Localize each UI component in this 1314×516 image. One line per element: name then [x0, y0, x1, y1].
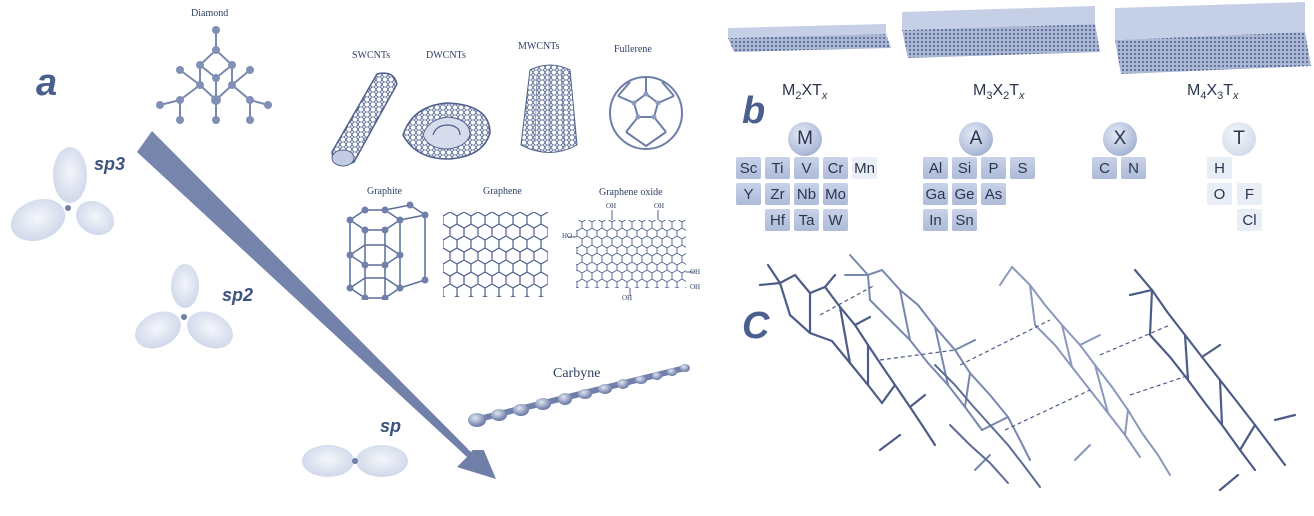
- element-cell: W: [823, 209, 848, 231]
- element-cell: Sc: [736, 157, 761, 179]
- element-cell: Nb: [794, 183, 819, 205]
- go-group-6: OH: [690, 283, 701, 291]
- element-cell: Ti: [765, 157, 790, 179]
- sp3-orbital-icon: [10, 147, 115, 242]
- go-group-4: OH: [690, 268, 701, 276]
- element-cell: N: [1121, 157, 1146, 179]
- hybridization-arrow: [137, 131, 496, 479]
- dwcnt-structure: [402, 102, 491, 160]
- go-group-3: OH: [654, 202, 665, 210]
- graphite-structure: [346, 201, 429, 300]
- m4x3-slab: [1115, 2, 1311, 74]
- element-cell: Si: [952, 157, 977, 179]
- element-cell: P: [981, 157, 1006, 179]
- sp2-label: sp2: [222, 285, 254, 305]
- sp-label: sp: [380, 416, 402, 436]
- go-group-2: OH: [606, 202, 617, 210]
- element-cell: Al: [923, 157, 948, 179]
- group-t-header: T: [1222, 122, 1256, 156]
- element-cell: Hf: [765, 209, 790, 231]
- element-cell: Cr: [823, 157, 848, 179]
- m2x-slab: [728, 24, 891, 52]
- element-cell: As: [981, 183, 1006, 205]
- element-cell: Zr: [765, 183, 790, 205]
- m3x2tx-formula: M3X2Tx: [973, 82, 1025, 103]
- group-m-header: M: [788, 122, 822, 156]
- carbyne-structure: [468, 364, 690, 427]
- element-cell: Cl: [1237, 209, 1262, 231]
- go-group-5: OH: [622, 294, 633, 302]
- dwcnts-label: DWCNTs: [426, 50, 466, 61]
- graphene-label: Graphene: [483, 186, 522, 197]
- graphene-oxide-structure: [568, 210, 694, 296]
- swcnts-label: SWCNTs: [352, 50, 391, 61]
- element-cell: F: [1237, 183, 1262, 205]
- framework-stacking-structure: [758, 254, 1297, 492]
- element-cell: Ga: [923, 183, 948, 205]
- fullerene-label: Fullerene: [614, 44, 652, 55]
- mwcnt-structure: [520, 64, 578, 153]
- element-cell: S: [1010, 157, 1035, 179]
- panel-c-letter: C: [742, 305, 770, 347]
- diamond-label: Diamond: [191, 8, 229, 19]
- element-cell: Y: [736, 183, 761, 205]
- element-cell: V: [794, 157, 819, 179]
- element-cell: Mo: [823, 183, 848, 205]
- graphite-label: Graphite: [367, 186, 402, 197]
- fullerene-structure: [609, 76, 683, 150]
- element-cell: C: [1092, 157, 1117, 179]
- panel-a-letter: a: [36, 62, 58, 104]
- group-x-header: X: [1103, 122, 1137, 156]
- sp3-label: sp3: [94, 154, 126, 174]
- graphene-oxide-label: Graphene oxide: [599, 187, 663, 198]
- graphene-structure: [443, 212, 548, 297]
- sp2-orbital-icon: [135, 264, 233, 349]
- element-cell: O: [1207, 183, 1232, 205]
- element-cell: Ta: [794, 209, 819, 231]
- diamond-structure: [156, 26, 272, 124]
- mwcnts-label: MWCNTs: [518, 41, 560, 52]
- panel-b-letter: b: [742, 90, 766, 132]
- element-cell: In: [923, 209, 948, 231]
- sp-orbital-icon: [302, 445, 408, 477]
- element-cell: H: [1207, 157, 1232, 179]
- element-cell: Sn: [952, 209, 977, 231]
- m2xtx-formula: M2XTx: [782, 82, 828, 103]
- m3x2-slab: [902, 6, 1100, 58]
- group-a-header: A: [959, 122, 993, 156]
- element-cell: Ge: [952, 183, 977, 205]
- element-cell: Mn: [852, 157, 877, 179]
- swcnt-structure: [331, 72, 398, 167]
- carbyne-panel: [468, 350, 706, 450]
- carbyne-label: Carbyne: [553, 366, 601, 381]
- go-group-1: HO: [562, 232, 573, 240]
- m4x3tx-formula: M4X3Tx: [1187, 82, 1239, 103]
